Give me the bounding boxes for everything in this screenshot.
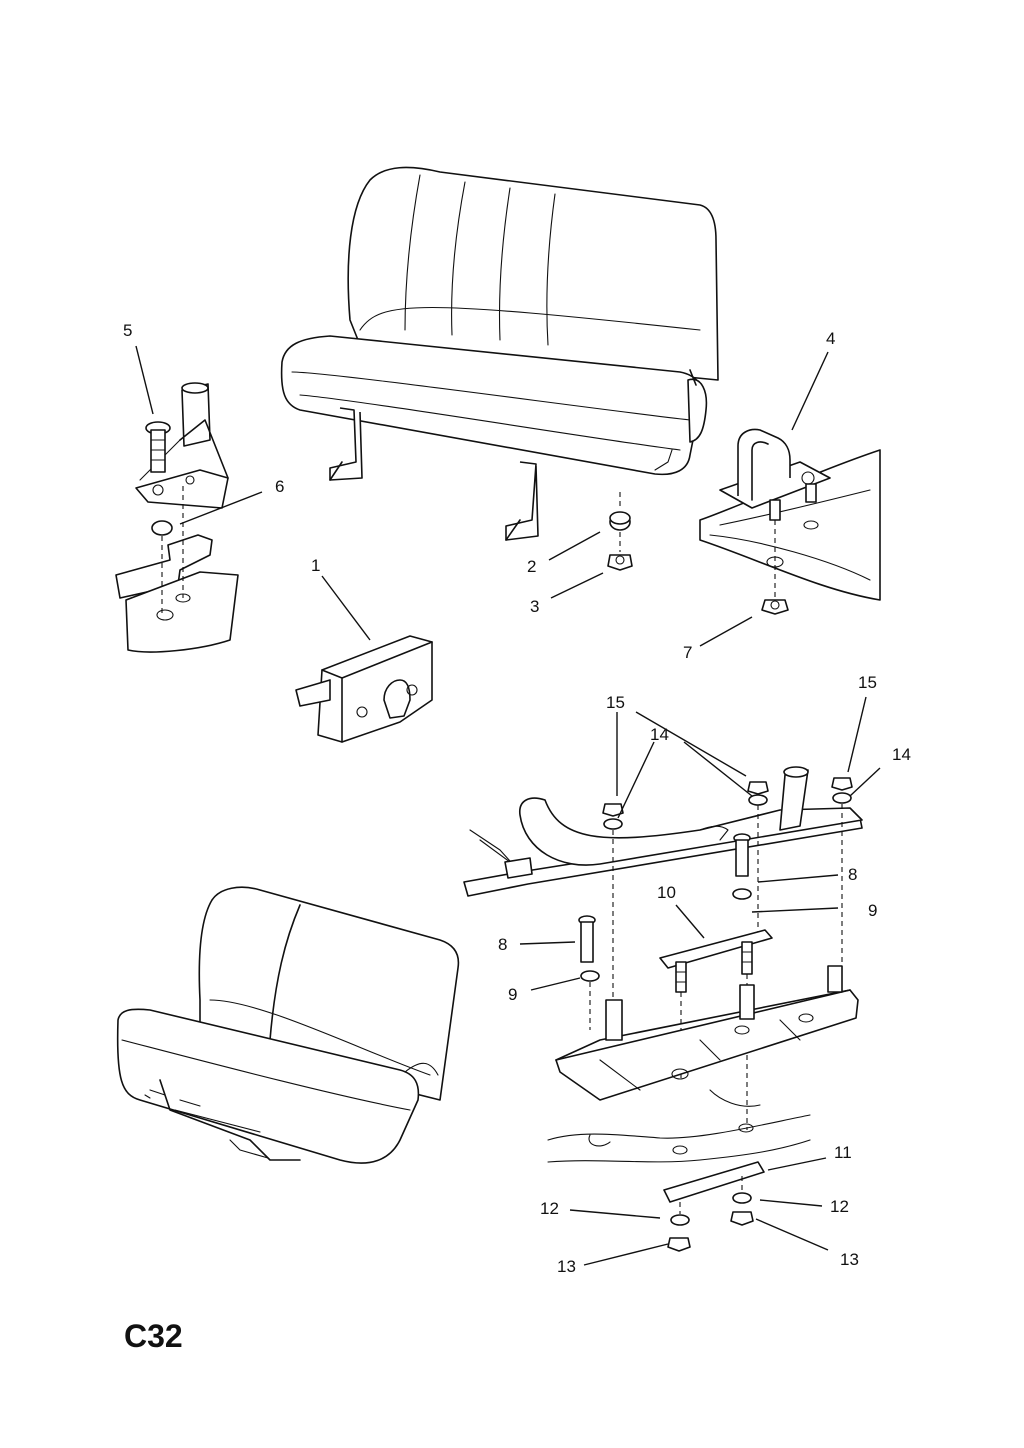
callout-14-right: 14 [892,745,911,764]
leg-bracket-with-bolt [115,382,239,653]
leader-lines [135,345,881,1266]
callout-2: 2 [527,557,536,576]
callout-4: 4 [826,329,835,348]
bench-seat-assembly [280,166,719,541]
callout-15-left: 15 [606,693,625,712]
seat-frame-rail [463,766,863,897]
frame-nuts-and-washers [602,777,853,1000]
bolts-washers-plate [578,833,773,1130]
folding-bench-seat [116,886,460,1164]
callout-15-right: 15 [858,673,877,692]
callout-5: 5 [123,321,132,340]
callout-9-right: 9 [868,901,877,920]
callout-10: 10 [657,883,676,902]
lower-clamp-hardware [663,1161,765,1252]
callout-14-left: 14 [650,725,669,744]
callout-13-right: 13 [840,1250,859,1269]
callout-7: 7 [683,643,692,662]
callout-11: 11 [834,1143,852,1162]
page-code: C32 [124,1318,183,1354]
callout-8-right: 8 [848,865,857,884]
callout-labels: 5 6 1 2 3 4 7 15 15 14 14 8 8 9 9 10 11 … [123,321,911,1276]
bushing-and-nut [607,492,633,571]
floor-pan-section [547,1089,811,1163]
callout-12-left: 12 [540,1199,559,1218]
callout-9-left: 9 [508,985,517,1004]
seat-latch-striker [295,635,433,743]
callout-13-left: 13 [557,1257,576,1276]
u-bracket-floor-mount [699,428,881,615]
lower-seat-rail [555,965,859,1101]
callout-6: 6 [275,477,284,496]
callout-1: 1 [311,556,320,575]
callout-8-left: 8 [498,935,507,954]
callout-12-right: 12 [830,1197,849,1216]
callout-3: 3 [530,597,539,616]
